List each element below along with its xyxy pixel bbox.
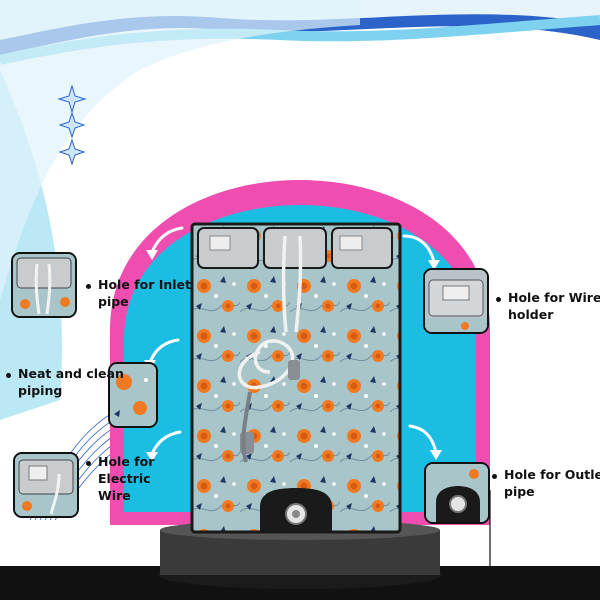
electric-wire-thumbnail bbox=[13, 452, 79, 518]
bullet bbox=[6, 373, 11, 378]
piping-label: Neat and clean piping bbox=[18, 366, 124, 398]
piping-thumbnail bbox=[108, 362, 158, 428]
outlet-label: Hole for Outlet pipe bbox=[504, 467, 600, 499]
outlet-detail bbox=[426, 464, 488, 522]
wire-holder-thumbnail bbox=[423, 268, 489, 334]
electric-wire-detail bbox=[15, 454, 77, 516]
bullet bbox=[496, 297, 501, 302]
bullet bbox=[86, 284, 91, 289]
sparkle-icon bbox=[57, 84, 87, 166]
bullet bbox=[86, 461, 91, 466]
wire-holder-detail bbox=[425, 270, 487, 332]
inlet-detail bbox=[13, 254, 75, 316]
bullet bbox=[492, 474, 497, 479]
inlet-thumbnail bbox=[11, 252, 77, 318]
piping-detail bbox=[110, 364, 156, 426]
water-purifier-cover bbox=[190, 222, 402, 534]
left-light-wave bbox=[0, 0, 360, 300]
outlet-thumbnail bbox=[424, 462, 490, 524]
inlet-label: Hole for Inlet pipe bbox=[98, 277, 191, 309]
wire-holder-label: Hole for Wire holder bbox=[508, 290, 600, 322]
top-pockets bbox=[197, 227, 393, 269]
electric-wire-label: Hole for Electric Wire bbox=[98, 454, 155, 503]
